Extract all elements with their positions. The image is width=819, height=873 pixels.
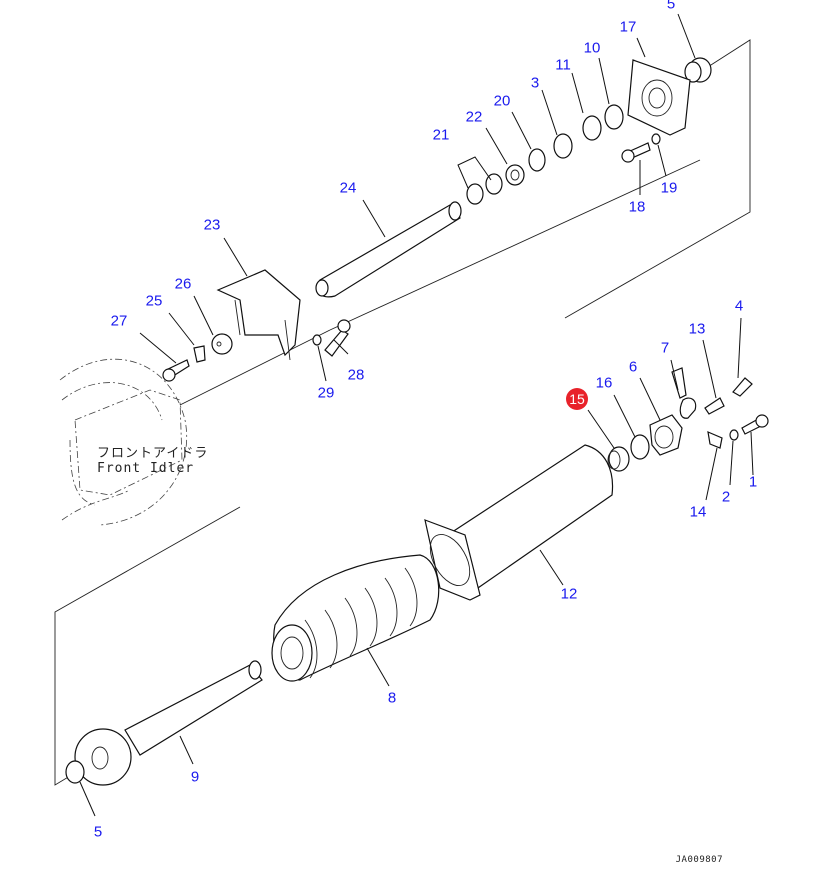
callout-14[interactable]: 14 [689, 503, 707, 521]
callout-2[interactable]: 2 [721, 488, 731, 506]
part-20-snap-ring[interactable] [528, 148, 546, 172]
part-22-packing[interactable] [505, 164, 525, 186]
callout-21[interactable]: 21 [432, 126, 450, 144]
part-10-o-ring[interactable] [604, 104, 624, 130]
part-29-washer[interactable] [312, 334, 322, 346]
part-13-valve[interactable] [704, 397, 725, 415]
callout-1[interactable]: 1 [748, 473, 758, 491]
callout-12[interactable]: 12 [560, 585, 578, 603]
callout-22[interactable]: 22 [465, 108, 483, 126]
callout-9[interactable]: 9 [190, 768, 200, 786]
callout-24[interactable]: 24 [339, 179, 357, 197]
part-3-snap-ring[interactable] [553, 133, 573, 159]
part-7-lock-holder[interactable] [671, 367, 697, 419]
part-15-bushing[interactable] [607, 446, 630, 472]
part-2-washer[interactable] [729, 429, 739, 441]
part-17-cover[interactable] [627, 59, 691, 136]
part-18-bolt[interactable] [621, 142, 651, 163]
callout-11[interactable]: 11 [555, 56, 571, 74]
front-idler-caption: フロントアイドラ Front Idler [97, 446, 208, 476]
callout-15-highlighted[interactable]: 15 [566, 388, 588, 410]
caption-english: Front Idler [97, 461, 195, 476]
part-8-recoil-spring[interactable] [271, 554, 440, 682]
callout-6[interactable]: 6 [628, 358, 638, 376]
callout-5-upper[interactable]: 5 [666, 0, 676, 13]
drawing-id: JA009807 [675, 855, 723, 865]
part-19-washer[interactable] [651, 133, 661, 145]
part-1-bolt[interactable] [741, 414, 769, 435]
callout-19[interactable]: 19 [660, 179, 678, 197]
callout-29[interactable]: 29 [317, 384, 335, 402]
part-24-rod[interactable] [315, 201, 462, 298]
callout-10[interactable]: 10 [583, 39, 601, 57]
callout-26[interactable]: 26 [174, 275, 192, 293]
part-12-cylinder[interactable] [422, 444, 614, 601]
callout-25[interactable]: 25 [145, 292, 163, 310]
part-11-backup-ring[interactable] [582, 115, 602, 141]
callout-23[interactable]: 23 [203, 216, 221, 234]
callout-5-lower[interactable]: 5 [93, 823, 103, 841]
part-5-bushing-lower[interactable] [65, 760, 85, 784]
callout-18[interactable]: 18 [628, 198, 646, 216]
callout-8[interactable]: 8 [387, 689, 397, 707]
front-idler-reference [59, 329, 331, 526]
part-16-seal[interactable] [630, 434, 650, 460]
callout-3[interactable]: 3 [530, 74, 540, 92]
assembly-frame-upper [564, 39, 751, 319]
callout-27[interactable]: 27 [110, 312, 128, 330]
part-9-spring-rod[interactable] [74, 660, 263, 786]
callout-20[interactable]: 20 [493, 92, 511, 110]
part-5-bushing-upper[interactable] [684, 57, 712, 83]
callout-4[interactable]: 4 [734, 297, 744, 315]
callout-28[interactable]: 28 [347, 366, 365, 384]
callout-16[interactable]: 16 [595, 374, 613, 392]
part-14-lock-plate[interactable] [707, 431, 723, 449]
part-6-nut[interactable] [649, 414, 683, 456]
part-21-wear-rings[interactable] [466, 173, 503, 205]
caption-japanese: フロントアイドラ [97, 446, 209, 461]
part-27-bolt[interactable] [162, 359, 190, 382]
part-4-grease-fitting[interactable] [732, 377, 753, 397]
part-26-spacer[interactable] [211, 333, 233, 355]
part-28-bolt[interactable] [324, 319, 351, 357]
callout-17[interactable]: 17 [619, 18, 637, 36]
part-23-yoke[interactable] [216, 269, 301, 361]
part-25-lock-plate[interactable] [193, 345, 206, 363]
callout-13[interactable]: 13 [688, 320, 706, 338]
callout-7[interactable]: 7 [660, 339, 670, 357]
leader-lines [79, 13, 754, 817]
